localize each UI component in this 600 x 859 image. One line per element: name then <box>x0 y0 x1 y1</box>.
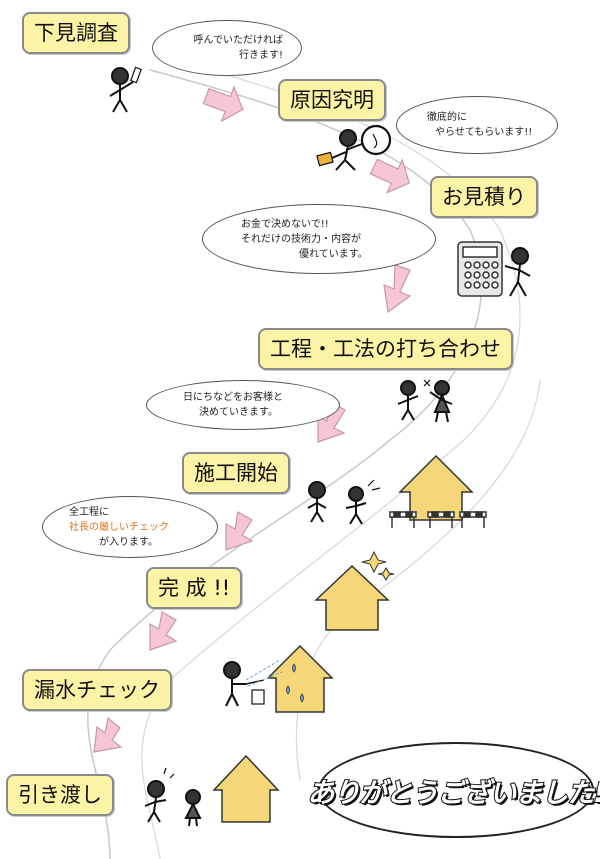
people-meeting-icon <box>397 379 453 423</box>
step-estimate: お見積り <box>430 176 538 218</box>
step-handover: 引き渡し <box>6 774 114 816</box>
step-survey: 下見調査 <box>22 12 130 54</box>
bubble-construction-highlight: 社長の厳しいチェック <box>69 521 169 533</box>
step-construction-start: 施工開始 <box>182 452 290 494</box>
bubble-construction-line1: 全工程に <box>69 506 109 518</box>
arrow-6 <box>149 611 178 651</box>
thanks-text: ありがとうございました! <box>306 777 600 810</box>
bubble-planning: 日にちなどをお客様と 決めていきます。 <box>146 380 340 430</box>
house-construction-icon <box>389 454 487 528</box>
bubble-estimate-line1: お金で決めないで!! <box>241 218 329 230</box>
arrow-7 <box>93 716 123 753</box>
bubble-investigation-line1: 徹底的に <box>427 112 467 123</box>
bubble-survey-line1: 呼んでいただければ <box>193 35 284 46</box>
person-magnifier-icon <box>316 124 392 171</box>
house-leak-check-icon <box>266 644 334 713</box>
people-handover-icon <box>144 767 202 827</box>
bubble-survey-line2: 行きます! <box>238 50 283 61</box>
calculator-icon <box>457 241 503 297</box>
bubble-estimate-line2: それだけの技術力・内容が <box>241 233 361 245</box>
person-calculator-icon <box>504 247 531 297</box>
workers-icon <box>307 479 381 525</box>
bubble-estimate-line3: 優れています。 <box>299 248 368 260</box>
bubble-planning-line1: 日にちなどをお客様と <box>183 392 283 403</box>
bubble-survey: 呼んでいただければ 行きます! <box>152 20 302 76</box>
bubble-planning-line2: 決めていきます。 <box>199 407 278 418</box>
step-investigation: 原因究明 <box>278 79 386 121</box>
bubble-investigation: 徹底的に やらせてもらいます!! <box>396 96 558 154</box>
winding-path-edge <box>141 59 521 859</box>
arrow-2 <box>369 158 410 194</box>
bubble-construction-line3: が入ります。 <box>99 536 158 548</box>
arrow-3 <box>383 264 412 314</box>
thanks-bubble: ありがとうございました! <box>306 742 600 838</box>
step-completion: 完 成 !! <box>146 567 243 609</box>
house-final-icon <box>212 754 280 823</box>
step-leak-check: 漏水チェック <box>22 669 172 711</box>
bubble-estimate: お金で決めないで!! それだけの技術力・内容が 優れています。 <box>202 204 436 274</box>
arrow-5 <box>225 511 254 551</box>
bubble-construction-start: 全工程に 社長の厳しいチェック が入ります。 <box>42 496 218 558</box>
arrow-4 <box>317 401 346 443</box>
winding-path-edge-2 <box>295 379 541 781</box>
step-planning: 工程・工法の打ち合わせ <box>258 328 513 370</box>
bubble-investigation-line2: やらせてもらいます!! <box>435 127 533 138</box>
person-phone-icon <box>109 66 142 113</box>
house-complete-icon <box>314 550 395 631</box>
person-hose-icon <box>223 659 283 707</box>
arrow-1 <box>202 85 244 123</box>
